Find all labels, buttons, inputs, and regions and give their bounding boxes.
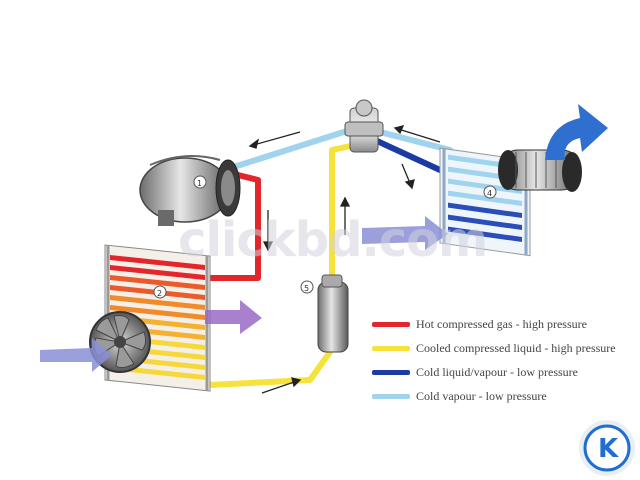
legend-item: Cold liquid/vapour - low pressure	[372, 360, 640, 384]
direction-arrow-1	[249, 131, 301, 147]
legend-label: Cold liquid/vapour - low pressure	[416, 364, 578, 379]
condenser-icon: 2	[104, 244, 211, 392]
svg-text:4: 4	[487, 189, 492, 198]
compressor-icon: 1	[139, 155, 241, 226]
legend-item: Cooled compressed liquid - high pressure	[372, 336, 640, 360]
legend-swatch-cooled-liquid	[372, 345, 410, 351]
pipe-hot-gas	[207, 172, 261, 281]
svg-text:1: 1	[197, 179, 202, 188]
direction-arrow-2	[394, 127, 441, 143]
expansion-valve-icon	[344, 99, 384, 153]
airflow-out-arrow	[545, 104, 608, 160]
airflow-arrows	[40, 104, 608, 372]
airflow-out-arrow-condenser	[205, 300, 262, 334]
pipe-cold-vapour-return	[377, 129, 453, 153]
clickbd-badge-icon: K	[579, 420, 635, 476]
legend-swatch-cold-vapour	[372, 393, 410, 399]
blower-icon	[498, 149, 582, 192]
pipe-cooled-liquid-2	[329, 142, 358, 283]
receiver-drier-icon: 5	[300, 274, 349, 353]
legend-item: Hot compressed gas - high pressure	[372, 312, 640, 336]
legend-label: Cooled compressed liquid - high pressure	[416, 340, 616, 355]
pipe-cold-liquid	[372, 137, 443, 173]
legend-label: Cold vapour - low pressure	[416, 388, 547, 403]
svg-text:2: 2	[157, 289, 162, 298]
legend: Hot compressed gas - high pressure Coole…	[372, 312, 640, 408]
legend-swatch-cold-liquid-vapour	[372, 369, 410, 375]
svg-text:K: K	[598, 434, 619, 464]
pipe-cooled-liquid-1	[197, 349, 333, 388]
airflow-in-arrow-condenser	[40, 338, 112, 372]
legend-item: Cold vapour - low pressure	[372, 384, 640, 408]
airflow-in-arrow-evaporator	[362, 216, 448, 250]
svg-text:5: 5	[304, 284, 309, 293]
legend-label: Hot compressed gas - high pressure	[416, 316, 587, 331]
flow-direction-arrows	[248, 125, 441, 394]
legend-swatch-hot-gas	[372, 321, 410, 327]
